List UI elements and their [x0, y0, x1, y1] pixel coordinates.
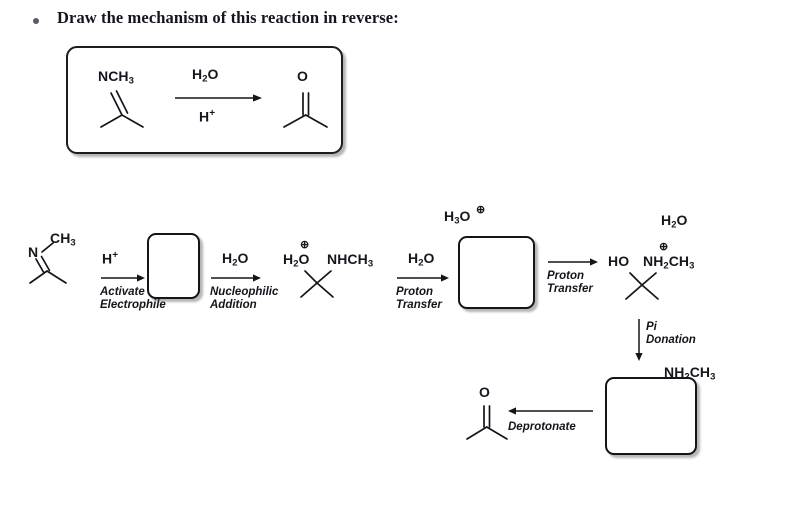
left-arrow-icon — [508, 407, 593, 415]
step3-caption-line2: Transfer — [396, 298, 442, 311]
down-arrow-icon — [635, 319, 643, 361]
intermediate-water-label: H2O — [283, 251, 310, 270]
question-reaction-box: NCH3 H2O H+ O — [66, 46, 343, 154]
question-product-label: O — [297, 68, 308, 84]
hydronium-label: H3O — [444, 208, 471, 227]
acetone-skeleton — [466, 405, 508, 440]
mech-reactant-methyl-label: CH3 — [50, 230, 76, 249]
circled-plus-icon: ⊕ — [476, 204, 486, 216]
forward-arrow-icon — [397, 274, 449, 282]
intermediate-amine-label: NHCH3 — [327, 251, 374, 270]
aminol-ammonium-label: NH2CH3 — [643, 253, 695, 272]
forward-arrow-icon — [211, 274, 261, 282]
step2-caption: Nucleophilic Addition — [210, 286, 278, 311]
prompt-row: Draw the mechanism of this reaction in r… — [0, 6, 787, 32]
bullet-icon — [33, 18, 39, 24]
empty-answer-box-3[interactable] — [605, 377, 697, 455]
step6-caption: Deprotonate — [508, 421, 576, 433]
forward-arrow-icon — [548, 258, 598, 266]
reagent-below-label: H+ — [199, 108, 216, 125]
step3-reagent-label: H2O — [408, 250, 435, 269]
circled-plus-icon: ⊕ — [300, 239, 310, 251]
forward-arrow-icon — [175, 94, 262, 102]
step2-reagent-label: H2O — [222, 250, 249, 269]
step3-caption-line1: Proton — [396, 286, 434, 298]
step2-caption-line2: Addition — [210, 298, 257, 311]
tetrahedral-skeleton — [625, 272, 659, 300]
step2-caption-line1: Nucleophilic — [210, 286, 279, 298]
empty-answer-box-2[interactable] — [458, 236, 535, 309]
empty-answer-box-1[interactable] — [147, 233, 200, 299]
step1-caption: Activate Electrophile — [100, 286, 166, 311]
forward-arrow-icon — [101, 274, 145, 282]
acetone-skeleton — [283, 92, 328, 128]
acetone-oxygen-label: O — [479, 384, 490, 400]
imine-skeleton — [100, 90, 144, 128]
reagent-above-label: H2O — [192, 66, 219, 85]
imine-skeleton — [29, 242, 67, 284]
step3-caption: Proton Transfer — [396, 286, 442, 311]
page-title: Draw the mechanism of this reaction in r… — [57, 8, 399, 27]
water-label-top-right: H2O — [661, 212, 688, 231]
step5-caption-line2: Donation — [646, 333, 696, 346]
step1-caption-line1: Activate — [100, 286, 145, 298]
step1-reagent-label: H+ — [102, 250, 119, 267]
step1-caption-line2: Electrophile — [100, 298, 166, 311]
step4-caption-line2: Transfer — [547, 282, 593, 295]
aminol-hydroxyl-label: HO — [608, 253, 630, 269]
circled-plus-icon: ⊕ — [659, 241, 669, 253]
step5-caption: Pi Donation — [646, 321, 696, 346]
step5-caption-line1: Pi — [646, 321, 657, 333]
step4-caption-line1: Proton — [547, 270, 585, 282]
step4-caption: Proton Transfer — [547, 270, 593, 295]
question-reactant-label: NCH3 — [98, 68, 134, 87]
mech-reactant-nitrogen-label: N — [28, 244, 39, 260]
tetrahedral-skeleton — [300, 270, 334, 298]
